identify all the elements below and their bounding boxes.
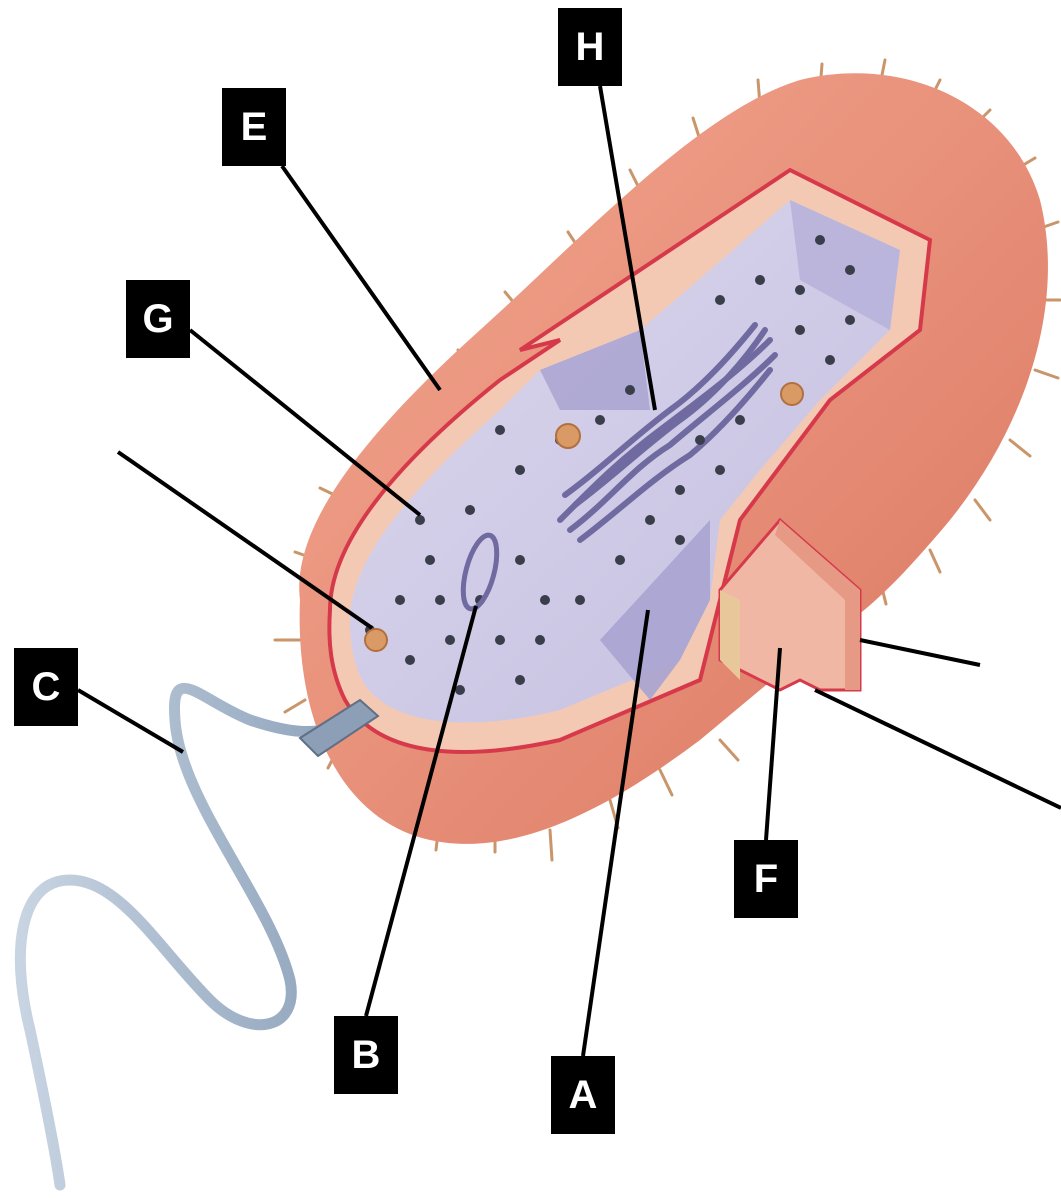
label-f: F [734,840,798,918]
label-a: A [551,1056,615,1134]
label-g: G [126,280,190,358]
label-c: C [14,648,78,726]
flagellum [20,688,345,1185]
label-h: H [558,8,622,86]
label-b: B [334,1016,398,1094]
label-e: E [222,88,286,166]
